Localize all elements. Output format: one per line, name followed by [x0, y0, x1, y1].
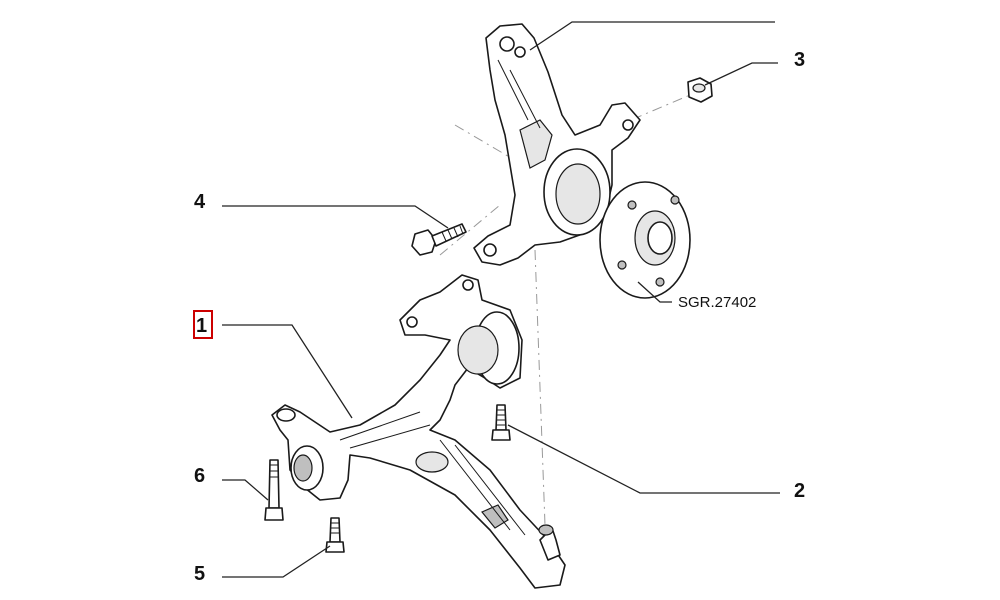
- callout-label-6: 6: [194, 465, 205, 487]
- callout-label-4: 4: [194, 191, 206, 213]
- leader-line-4: [222, 205, 449, 229]
- lower-control-arm: [271, 274, 566, 589]
- leader-line-5: [222, 545, 331, 578]
- bolt-part-2: [491, 404, 511, 441]
- callout-1-highlight-box: [193, 310, 213, 339]
- leader-lines: [222, 21, 780, 578]
- callout-label-3: 3: [794, 49, 805, 71]
- leader-line-knuckle: [529, 21, 775, 51]
- leader-line-3: [704, 62, 778, 86]
- leader-line-1: [222, 324, 353, 419]
- leader-line-ref: [637, 281, 672, 303]
- callout-labels: 1 2 3 4 5 6 SGR.27402: [193, 49, 805, 585]
- reference-label: SGR.27402: [678, 294, 756, 311]
- bolt-part-6: [264, 459, 284, 521]
- nut-part-3: [687, 77, 713, 103]
- callout-label-5: 5: [194, 563, 205, 585]
- bolt-part-5: [325, 517, 345, 553]
- bolt-part-4: [411, 223, 467, 256]
- steering-knuckle: [473, 23, 641, 266]
- callout-label-2: 2: [794, 480, 805, 502]
- leader-line-2: [507, 424, 780, 494]
- wheel-hub: [599, 181, 691, 299]
- callout-label-1: 1: [196, 315, 207, 337]
- leader-line-6: [222, 479, 269, 501]
